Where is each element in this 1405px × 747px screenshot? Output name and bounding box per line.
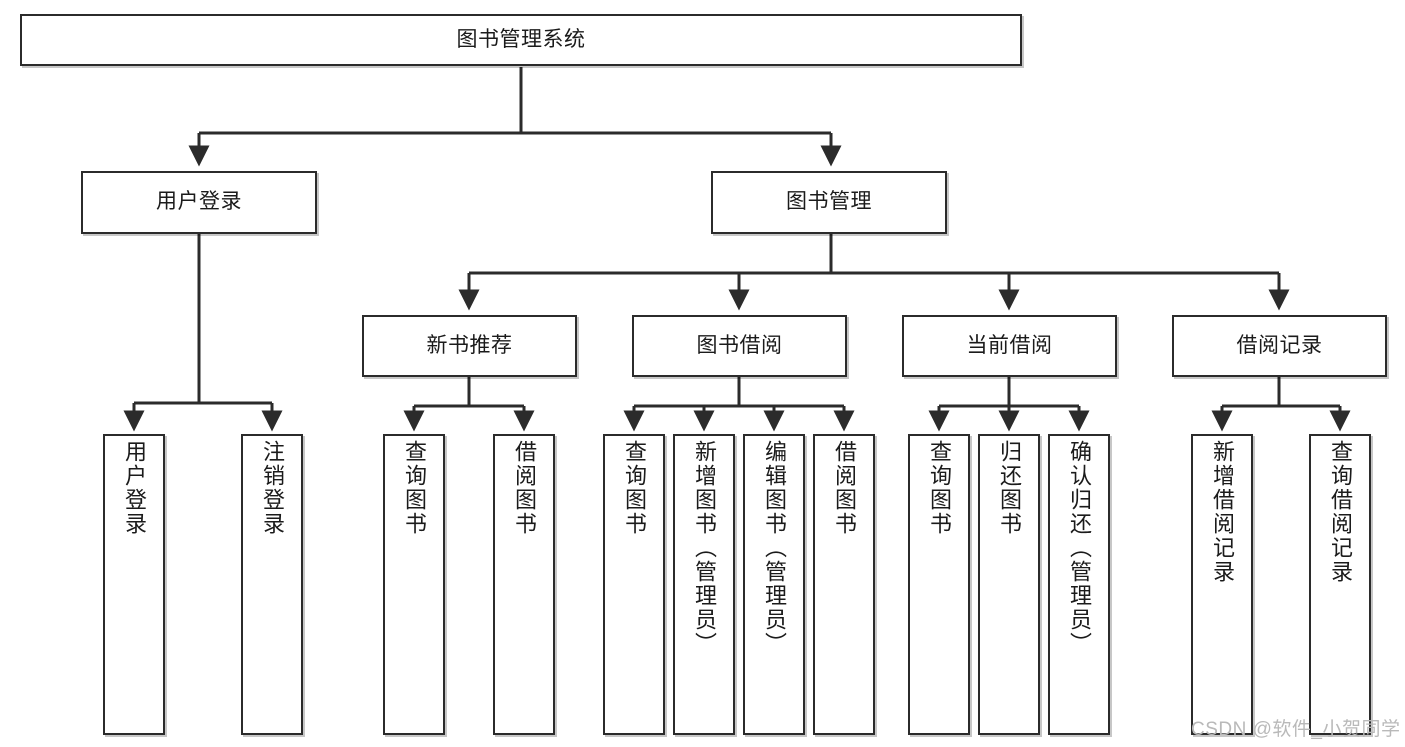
node-leaf-add-book[interactable]: 新增图书（管理员） (673, 434, 735, 735)
node-leaf-confirm-return[interactable]: 确认归还（管理员） (1048, 434, 1110, 735)
node-book-borrow[interactable]: 图书借阅 (632, 315, 847, 377)
node-leaf-confirm-return-label: 确认归还（管理员） (1066, 440, 1092, 656)
node-leaf-query-book-1[interactable]: 查询图书 (383, 434, 445, 735)
node-new-book-recommend[interactable]: 新书推荐 (362, 315, 577, 377)
node-leaf-logout[interactable]: 注销登录 (241, 434, 303, 735)
node-leaf-query-record-label: 查询借阅记录 (1327, 440, 1353, 584)
node-borrow-record-label: 借阅记录 (1236, 333, 1323, 357)
node-leaf-edit-book[interactable]: 编辑图书（管理员） (743, 434, 805, 735)
node-leaf-query-record[interactable]: 查询借阅记录 (1309, 434, 1371, 735)
node-root[interactable]: 图书管理系统 (20, 14, 1022, 66)
node-borrow-record[interactable]: 借阅记录 (1172, 315, 1387, 377)
node-leaf-add-book-label: 新增图书（管理员） (691, 440, 717, 656)
node-leaf-logout-label: 注销登录 (259, 440, 285, 536)
node-current-borrow[interactable]: 当前借阅 (902, 315, 1117, 377)
node-book-management-label: 图书管理 (786, 190, 872, 214)
node-leaf-add-record[interactable]: 新增借阅记录 (1191, 434, 1253, 735)
node-leaf-return-book[interactable]: 归还图书 (978, 434, 1040, 735)
node-book-management[interactable]: 图书管理 (711, 171, 947, 234)
node-leaf-query-book-3-label: 查询图书 (926, 440, 952, 536)
node-leaf-return-book-label: 归还图书 (996, 440, 1022, 536)
node-leaf-borrow-book-2[interactable]: 借阅图书 (813, 434, 875, 735)
node-current-borrow-label: 当前借阅 (966, 333, 1053, 357)
csdn-watermark: CSDN @软件_小贺同学 (1191, 719, 1401, 740)
node-leaf-borrow-book-1[interactable]: 借阅图书 (493, 434, 555, 735)
node-new-book-recommend-label: 新书推荐 (426, 333, 513, 357)
node-leaf-user-login[interactable]: 用户登录 (103, 434, 165, 735)
node-leaf-borrow-book-1-label: 借阅图书 (511, 440, 537, 536)
node-leaf-query-book-3[interactable]: 查询图书 (908, 434, 970, 735)
node-leaf-add-record-label: 新增借阅记录 (1209, 440, 1235, 584)
node-leaf-borrow-book-2-label: 借阅图书 (831, 440, 857, 536)
node-leaf-user-login-label: 用户登录 (121, 440, 147, 536)
node-leaf-query-book-2[interactable]: 查询图书 (603, 434, 665, 735)
node-leaf-query-book-1-label: 查询图书 (401, 440, 427, 536)
node-leaf-edit-book-label: 编辑图书（管理员） (761, 440, 787, 656)
node-user-login[interactable]: 用户登录 (81, 171, 317, 234)
node-book-borrow-label: 图书借阅 (696, 333, 783, 357)
node-root-label: 图书管理系统 (456, 27, 586, 51)
node-user-login-label: 用户登录 (156, 190, 242, 214)
node-leaf-query-book-2-label: 查询图书 (621, 440, 647, 536)
